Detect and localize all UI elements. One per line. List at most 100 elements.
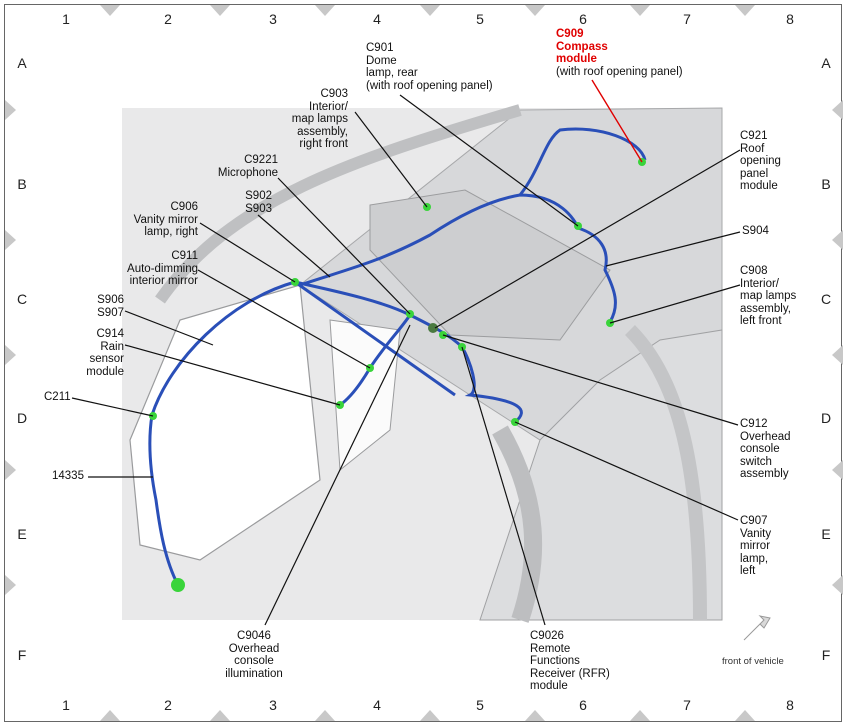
grid-row-f: F [17, 647, 27, 663]
grid-col-6: 6 [579, 11, 587, 27]
c903-line: assembly, [297, 125, 348, 138]
c908-line: assembly, [740, 302, 791, 315]
c903-line: right front [299, 138, 348, 150]
c907-line: mirror [740, 540, 771, 552]
label-c908: C908 Interior/ map lamps assembly, left … [740, 265, 796, 328]
c908-line: Interior/ [740, 277, 779, 290]
grid-row-e-right: E [821, 526, 831, 542]
grid-col-7-bottom: 7 [683, 697, 691, 713]
c9026-line: Functions [530, 655, 580, 667]
leader-lines [71, 94, 741, 626]
grid-col-2: 2 [164, 11, 172, 27]
c921-line: Roof [740, 142, 765, 155]
grid-row-c: C [16, 291, 28, 307]
c903-line: C903 [320, 88, 349, 100]
c9026-line: Remote [530, 642, 571, 655]
c911-line: Auto-dimming [127, 262, 198, 275]
c909-leader-line [591, 79, 643, 163]
c912-line: C912 [740, 418, 768, 430]
c9046-line: illumination [225, 667, 283, 680]
c921-line: panel [740, 167, 769, 180]
c901-line: C901 [366, 42, 394, 54]
label-c9221: C9221 Microphone [206, 154, 278, 179]
c9221-line: C9221 [244, 154, 278, 166]
grid-row-b-right: B [821, 176, 831, 192]
grid-col-3: 3 [269, 11, 277, 27]
c912-line: switch [740, 455, 772, 468]
c921-line: C921 [740, 130, 768, 142]
grid-row-d: D [16, 410, 28, 426]
grid-col-6-bottom: 6 [579, 697, 587, 713]
c908-line: map lamps [740, 290, 797, 302]
c921-line: module [740, 180, 778, 192]
c903-line: map lamps [291, 113, 348, 125]
label-c901: C901 Dome lamp, rear (with roof opening … [366, 42, 493, 92]
grid-col-5: 5 [476, 11, 484, 27]
label-c909: C909 Compass module (with roof opening p… [556, 28, 683, 78]
c911-line: C911 [171, 250, 198, 262]
harness-14335-line: 14335 [52, 470, 84, 482]
c9026-line: C9026 [530, 630, 564, 642]
label-c921: C921 Roof opening panel module [740, 130, 781, 193]
label-c9046: C9046 Overhead console illumination [212, 630, 296, 680]
grid-row-f-right: F [821, 647, 831, 663]
c907-line: Vanity [740, 527, 772, 540]
label-s904: S904 [742, 225, 769, 238]
c909-note: (with roof opening panel) [556, 65, 683, 78]
front-of-vehicle-label: front of vehicle [722, 656, 784, 667]
s902-line: S903 [245, 202, 272, 215]
c9026-line: Receiver (RFR) [530, 667, 610, 680]
grid-row-a-right: A [821, 55, 831, 71]
c9026-line: module [530, 680, 568, 692]
c907-line: left [740, 565, 756, 577]
s902-line: S902 [245, 190, 272, 202]
grid-col-2-bottom: 2 [164, 697, 172, 713]
grid-row-c-right: C [820, 291, 832, 307]
c906-line: Vanity mirror [133, 213, 198, 226]
c9046-line: console [234, 655, 274, 667]
label-c9026: C9026 Remote Functions Receiver (RFR) mo… [530, 630, 610, 693]
label-s906: S906 S907 [88, 294, 124, 319]
grid-col-3-bottom: 3 [269, 697, 277, 713]
c909-name-line2: module [556, 53, 597, 65]
grid-col-4-bottom: 4 [373, 697, 381, 713]
c211-line: C211 [44, 391, 71, 403]
c914-line: sensor [89, 353, 124, 365]
c9221-line: Microphone [217, 166, 278, 179]
label-c211: C211 [44, 391, 71, 404]
c901-line: Dome [366, 54, 397, 67]
c909-name-line1: Compass [556, 40, 608, 53]
c914-line: C914 [96, 328, 125, 340]
c9046-line: C9046 [237, 630, 271, 642]
label-14335: 14335 [52, 470, 84, 483]
grid-col-5-bottom: 5 [476, 697, 484, 713]
c903-line: Interior/ [309, 100, 348, 113]
c909-code: C909 [556, 28, 584, 40]
s906-line: S907 [97, 306, 124, 319]
c921-line: opening [740, 155, 781, 167]
label-c911: C911 Auto-dimming interior mirror [110, 250, 198, 288]
grid-col-8: 8 [786, 11, 794, 27]
c912-line: Overhead [740, 430, 791, 443]
c912-line: assembly [740, 468, 789, 480]
c914-line: module [86, 365, 124, 378]
c911-line: interior mirror [129, 275, 198, 287]
grid-row-a: A [17, 55, 27, 71]
label-c903: C903 Interior/ map lamps assembly, right… [286, 88, 348, 151]
vehicle-roof-illustration [122, 104, 723, 623]
grid-markers [5, 5, 843, 721]
label-s902: S902 S903 [232, 190, 272, 215]
c9046-line: Overhead [228, 642, 280, 655]
grid-col-1: 1 [62, 11, 70, 27]
s906-line: S906 [97, 294, 124, 306]
c901-line: lamp, rear [366, 67, 418, 79]
label-c906: C906 Vanity mirror lamp, right [122, 201, 198, 239]
c908-line: left front [740, 315, 782, 327]
grid-col-1-bottom: 1 [62, 697, 70, 713]
label-c914: C914 Rain sensor module [80, 328, 124, 378]
grid-row-b: B [17, 176, 27, 192]
c907-line: lamp, [740, 552, 769, 565]
c906-line: C906 [170, 201, 199, 213]
label-c907: C907 Vanity mirror lamp, left [740, 515, 771, 578]
